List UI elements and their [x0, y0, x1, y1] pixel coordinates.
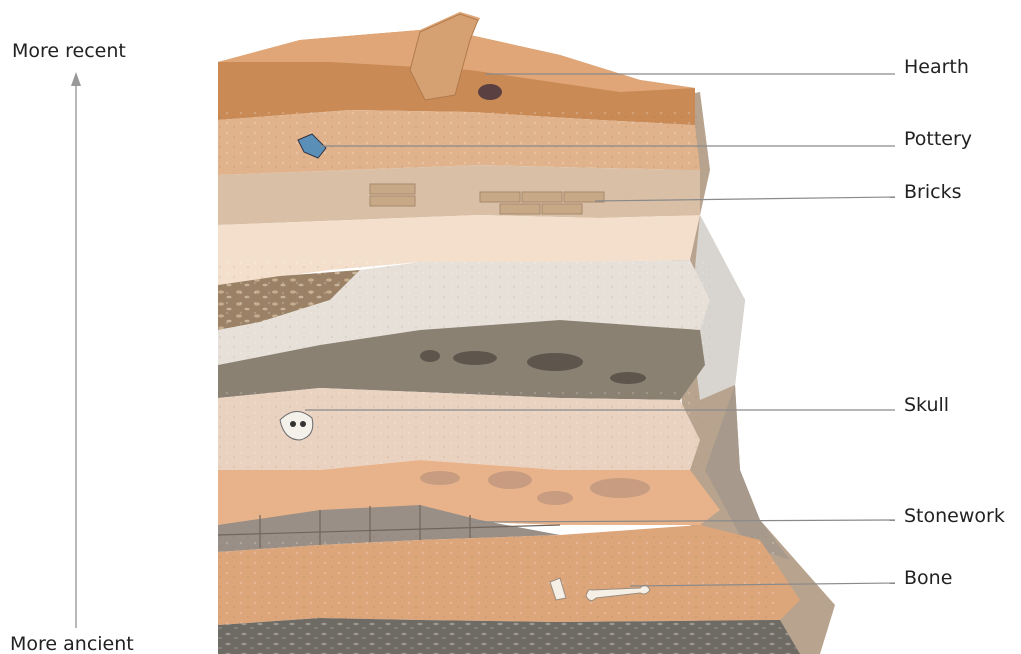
label-bricks: Bricks — [904, 181, 961, 203]
label-more-recent: More recent — [12, 40, 126, 62]
time-arrow-head — [71, 72, 81, 86]
soil-column — [218, 12, 835, 654]
label-more-ancient: More ancient — [10, 633, 134, 654]
label-skull: Skull — [904, 394, 949, 416]
callout-labels: Hearth Pottery Bricks Skull Stonework Bo… — [904, 56, 1005, 589]
time-axis: More recent More ancient — [10, 40, 134, 654]
label-hearth: Hearth — [904, 56, 969, 78]
label-stonework: Stonework — [904, 505, 1005, 527]
label-pottery: Pottery — [904, 128, 972, 150]
label-bone: Bone — [904, 567, 952, 589]
hearth-fire — [478, 84, 502, 100]
